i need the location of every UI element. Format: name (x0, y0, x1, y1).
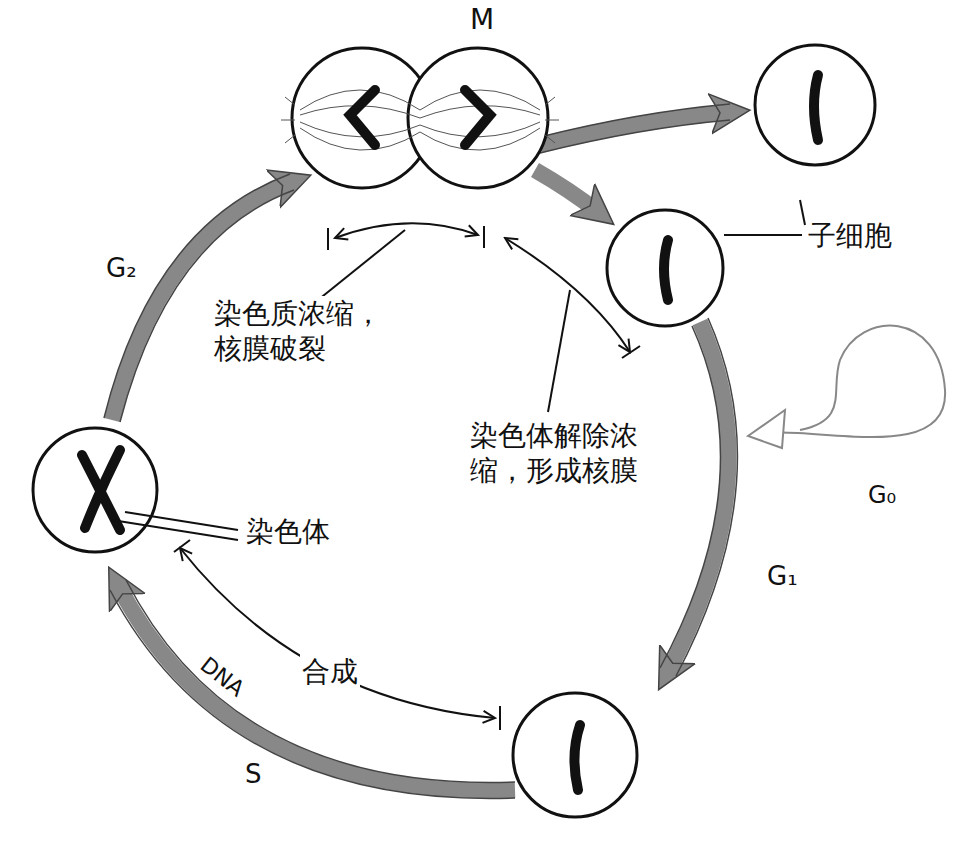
callout-label: 子细胞 (806, 218, 894, 253)
stage-note: 染色质浓缩，核膜破裂 (212, 296, 394, 366)
cycle-ring-edge (104, 104, 737, 798)
callout-label: 染色体 (244, 514, 332, 549)
phase-label: G₂ (104, 252, 139, 285)
stage-note: 合成 (300, 654, 360, 689)
phase-label: G₀ (866, 480, 898, 510)
g0-loop (748, 326, 945, 448)
stage-note: 染色体解除浓缩，形成核膜 (468, 418, 650, 488)
cycle-ring (112, 112, 730, 790)
chromosomes (82, 75, 818, 790)
leader-lines (112, 200, 805, 540)
phase-label: M (468, 2, 496, 37)
spindle (281, 90, 559, 150)
phase-label: S (243, 758, 264, 791)
cells (33, 45, 875, 817)
phase-label: G₁ (765, 560, 800, 593)
